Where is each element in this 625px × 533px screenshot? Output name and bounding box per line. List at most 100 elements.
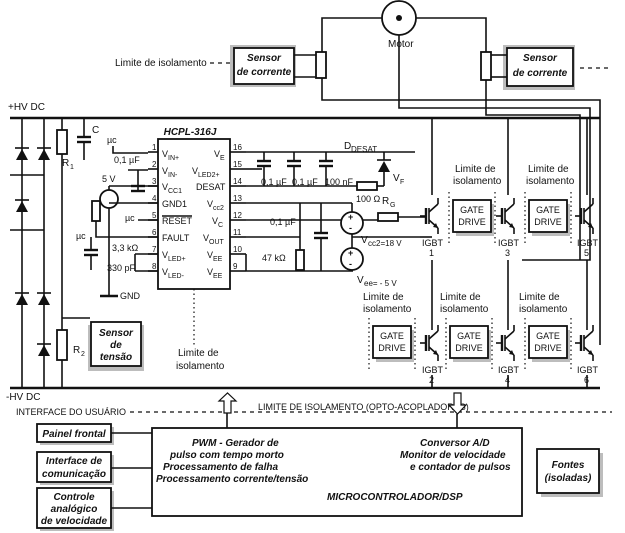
gate-drive-label: DRIVE bbox=[455, 343, 483, 353]
cap-100n bbox=[319, 152, 333, 186]
ddesat-label: D bbox=[344, 141, 351, 152]
motor-label: Motor bbox=[388, 39, 414, 50]
cap-01-right-2 bbox=[287, 152, 301, 186]
isolation-limit-label: Limite de bbox=[455, 164, 496, 175]
chip-pin-number-15: 15 bbox=[233, 160, 242, 169]
svg-text:CC1: CC1 bbox=[168, 188, 182, 195]
cap-01-left-label: 0,1 µF bbox=[114, 155, 140, 165]
pin-vcc2-label: V bbox=[207, 199, 213, 209]
vcc-5v-label: 5 V bbox=[102, 174, 116, 184]
mcu-pwm-label-2: pulso com tempo morto bbox=[169, 450, 284, 461]
svg-text:OUT: OUT bbox=[209, 239, 225, 246]
diode-4 bbox=[37, 292, 51, 305]
svg-text:ee= - 5 V: ee= - 5 V bbox=[364, 279, 397, 288]
microcontroller-box bbox=[151, 427, 523, 517]
igbt-label: IGBT bbox=[498, 365, 520, 375]
mcu-pwm-label-1: PWM - Gerador de bbox=[192, 438, 279, 449]
diode-3 bbox=[15, 292, 29, 305]
gate-drive-label: DRIVE bbox=[534, 343, 562, 353]
vee-label: V bbox=[357, 275, 364, 286]
painel-frontal-label: Painel frontal bbox=[42, 429, 106, 440]
fontes-box bbox=[536, 448, 600, 494]
mcu-fault-label: Processamento de falha bbox=[163, 462, 278, 473]
mcu-title-label: MICROCONTROLADOR/DSP bbox=[327, 492, 463, 503]
igbt-number: 3 bbox=[505, 248, 510, 258]
chip-pin-number-5: 5 bbox=[152, 211, 157, 220]
chip-pin-number-16: 16 bbox=[233, 143, 242, 152]
resistor-33k bbox=[91, 200, 101, 222]
resistor-100-label: 100 Ω bbox=[356, 194, 381, 204]
supply-5v-symbol bbox=[99, 189, 119, 209]
pin-vc-label: V bbox=[212, 216, 218, 226]
resistor-r2 bbox=[56, 329, 68, 361]
chip-title: HCPL-316J bbox=[164, 127, 217, 138]
voltage-sensor-label-1: Sensor bbox=[99, 328, 134, 339]
pin-vout-label: V bbox=[203, 233, 209, 243]
svg-text:EE: EE bbox=[213, 256, 223, 263]
diode-1 bbox=[15, 147, 29, 160]
igbt-label: IGBT bbox=[577, 365, 599, 375]
diode-2 bbox=[37, 147, 51, 160]
chip-pin-number-1: 1 bbox=[152, 143, 157, 152]
voltage-sensor-label-3: tensão bbox=[100, 352, 132, 363]
motor-shaft bbox=[396, 15, 402, 21]
uc-label-2: µc bbox=[125, 213, 135, 223]
resistor-47k-label: 47 kΩ bbox=[262, 253, 286, 263]
r1-label: R bbox=[62, 158, 69, 169]
chip-pin-number-9: 9 bbox=[233, 262, 238, 271]
pin-vin-plus-label: V bbox=[162, 149, 168, 159]
bottom-blocks: Painel frontal Interface de comunicação … bbox=[36, 423, 603, 531]
isolation-limit-label: Limite de bbox=[519, 292, 560, 303]
isolation-limit-label: Limite de bbox=[363, 292, 404, 303]
svg-text:C: C bbox=[218, 222, 223, 229]
isolation-limit-label: Limite de bbox=[440, 292, 481, 303]
svg-text:cc2=18 V: cc2=18 V bbox=[368, 239, 402, 248]
hv-positive-label: +HV DC bbox=[8, 102, 45, 113]
svg-text:+: + bbox=[348, 212, 353, 222]
uc-label-3: µc bbox=[76, 231, 86, 241]
controle-analogico-label-1: Controle bbox=[53, 492, 95, 503]
controle-analogico-label-3: de velocidade bbox=[41, 516, 108, 527]
pin-vee-label-1: V bbox=[207, 250, 213, 260]
capacitor-c-label: C bbox=[92, 125, 99, 136]
chip-isolation-label-1: Limite de bbox=[178, 348, 219, 359]
resistor-rg bbox=[377, 212, 399, 222]
inverter-bus bbox=[431, 118, 588, 388]
svg-text:cc2: cc2 bbox=[213, 205, 224, 212]
voltage-sensor-label-2: de bbox=[110, 340, 122, 351]
gate-drive-label: DRIVE bbox=[378, 343, 406, 353]
current-sensor-left-label-1: Sensor bbox=[247, 53, 282, 64]
current-sensor-right-coil bbox=[480, 51, 492, 81]
svg-text:EE: EE bbox=[213, 273, 223, 280]
current-sensor-right-label-1: Sensor bbox=[523, 53, 558, 64]
diode-6 bbox=[37, 343, 51, 356]
igbt-number: 1 bbox=[429, 248, 434, 258]
svg-text:IN-: IN- bbox=[168, 172, 178, 179]
mcu-counter-label: e contador de pulsos bbox=[410, 462, 511, 473]
rectifier-bridge bbox=[10, 118, 51, 388]
cap-01b-label: 0,1 µF bbox=[261, 177, 287, 187]
gate-drive-label: DRIVE bbox=[458, 217, 486, 227]
isolation-limit-label: isolamento bbox=[519, 304, 568, 315]
interface-comunicacao-box bbox=[36, 451, 112, 483]
chip-pin-number-13: 13 bbox=[233, 194, 242, 203]
igbt-label: IGBT bbox=[422, 238, 444, 248]
user-interface-boundary: INTERFACE DO USUÁRIO LIMITE DE ISOLAMENT… bbox=[16, 392, 612, 430]
vcc2-label: V bbox=[361, 235, 368, 246]
interface-comunicacao-label-2: comunicação bbox=[42, 469, 106, 480]
gate-drive-label: GATE bbox=[536, 205, 560, 215]
fontes-label-2: (isoladas) bbox=[545, 473, 592, 484]
gate-drive-label: GATE bbox=[380, 331, 404, 341]
igbt-label: IGBT bbox=[422, 365, 444, 375]
